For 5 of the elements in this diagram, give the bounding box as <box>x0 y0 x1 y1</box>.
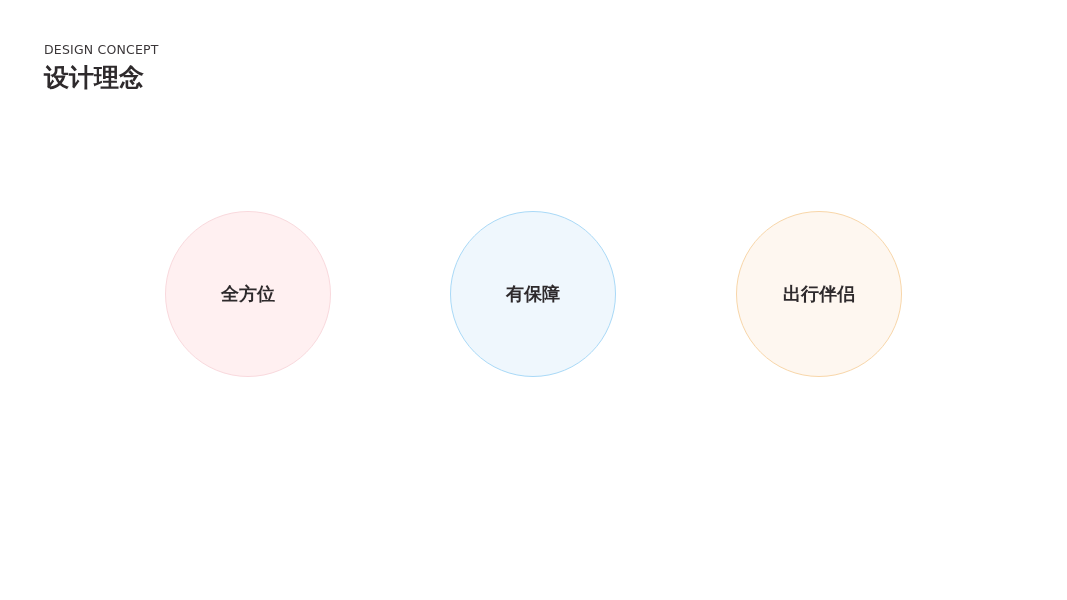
concept-label: 有保障 <box>506 282 560 306</box>
concept-label: 全方位 <box>221 282 275 306</box>
concept-label: 出行伴侣 <box>783 282 855 306</box>
page-title: 设计理念 <box>44 62 144 94</box>
section-overline: DESIGN CONCEPT <box>44 42 159 57</box>
